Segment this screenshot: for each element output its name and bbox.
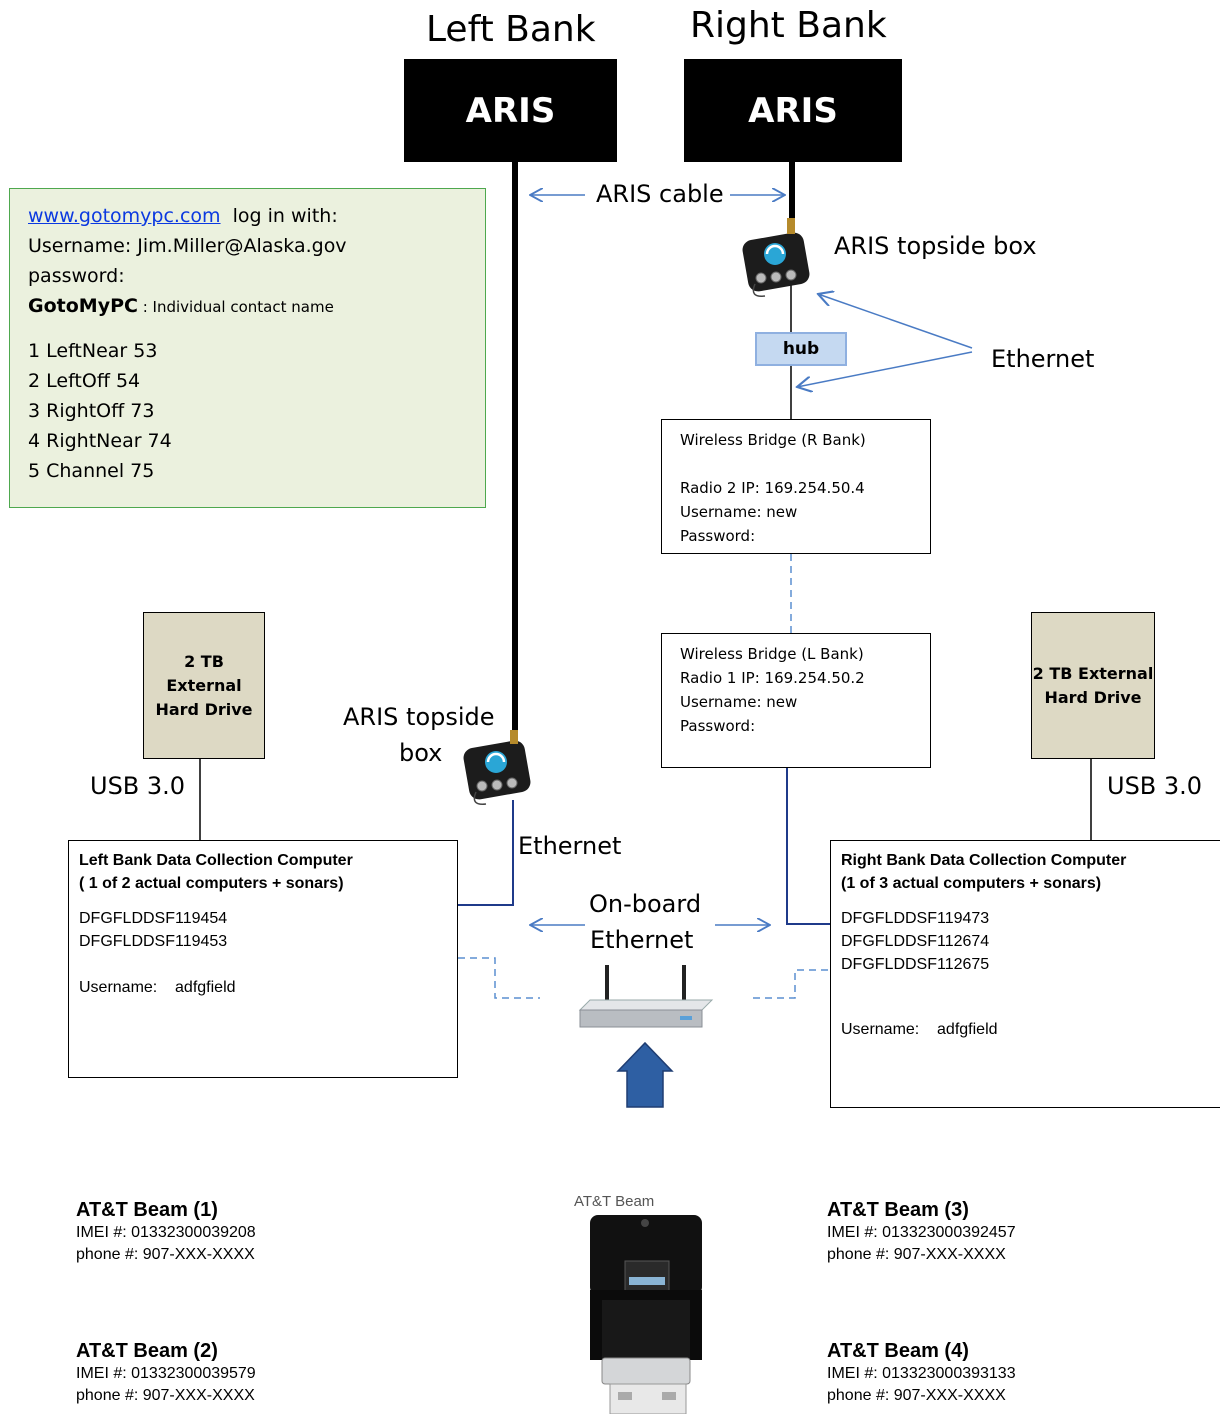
beam-device-image bbox=[590, 1215, 702, 1414]
ethernet-left-label: Ethernet bbox=[518, 832, 622, 860]
router-right-link bbox=[753, 969, 830, 999]
beam-imei: IMEI #: 013323000393133 bbox=[827, 1365, 1016, 1382]
ethernet-arrow-top bbox=[818, 294, 973, 349]
usb-right-label: USB 3.0 bbox=[1107, 772, 1203, 800]
drive-right-line1: 2 TB External bbox=[1032, 663, 1154, 683]
login-username: Username: Jim.Miller@Alaska.gov bbox=[28, 235, 347, 257]
right-computer-subtitle: (1 of 3 actual computers + sonars) bbox=[841, 875, 1102, 892]
channel-item: 3 RightOff 73 bbox=[28, 400, 155, 422]
aris-sonar-left: ARIS bbox=[404, 59, 617, 162]
login-password: password: bbox=[28, 265, 125, 287]
left-computer-username: Username: adfgfield bbox=[79, 979, 236, 996]
left-computer-subtitle: ( 1 of 2 actual computers + sonars) bbox=[79, 875, 344, 892]
beam-title: AT&T Beam (2) bbox=[76, 1340, 218, 1362]
login-contact: GotoMyPC : Individual contact name bbox=[28, 291, 485, 322]
att-beam-2: AT&T Beam (2) IMEI #: 01332300039579 pho… bbox=[76, 1339, 256, 1407]
onboard-label-line2: Ethernet bbox=[590, 926, 694, 952]
beam-phone: phone #: 907-XXX-XXXX bbox=[827, 1387, 1006, 1404]
right-bank-computer: Right Bank Data Collection Computer (1 o… bbox=[830, 840, 1220, 1108]
bridge-r-title: Wireless Bridge (R Bank) bbox=[680, 431, 866, 449]
beam-phone: phone #: 907-XXX-XXXX bbox=[827, 1246, 1006, 1263]
beam-title: AT&T Beam (1) bbox=[76, 1199, 218, 1221]
aris-cable-label: ARIS cable bbox=[594, 180, 726, 208]
left-bank-title: Left Bank bbox=[426, 9, 596, 50]
login-contact-rest: : Individual contact name bbox=[137, 298, 334, 316]
left-bank-computer: Left Bank Data Collection Computer ( 1 o… bbox=[68, 840, 458, 1078]
router-left-link bbox=[458, 957, 540, 999]
topside-left-label-line2: box bbox=[399, 739, 443, 767]
drive-left-line2: Hard Drive bbox=[155, 699, 253, 719]
ethernet-right-line bbox=[786, 768, 830, 925]
right-bank-title: Right Bank bbox=[690, 5, 887, 46]
beam-phone: phone #: 907-XXX-XXXX bbox=[76, 1246, 255, 1263]
bridge-l-password: Password: bbox=[680, 717, 756, 735]
drive-left-line1: 2 TB External bbox=[166, 651, 242, 695]
router-image bbox=[578, 965, 714, 1028]
beam-title: AT&T Beam (4) bbox=[827, 1340, 969, 1362]
att-beam-1: AT&T Beam (1) IMEI #: 01332300039208 pho… bbox=[76, 1198, 256, 1266]
left-computer-id: DFGFLDDSF119454 bbox=[79, 910, 228, 927]
bridge-r-username: Username: new bbox=[680, 503, 798, 521]
onboard-label-line1: On-board bbox=[589, 890, 702, 918]
topside-box-left bbox=[463, 730, 531, 805]
bridge-r-password: Password: bbox=[680, 527, 756, 545]
hub: hub bbox=[755, 332, 847, 366]
att-beam-4: AT&T Beam (4) IMEI #: 013323000393133 ph… bbox=[827, 1339, 1016, 1407]
right-computer-id: DFGFLDDSF112675 bbox=[841, 956, 990, 973]
right-computer-title: Right Bank Data Collection Computer bbox=[841, 852, 1127, 869]
channel-item: 2 LeftOff 54 bbox=[28, 370, 141, 392]
bridge-l-ip: Radio 1 IP: 169.254.50.2 bbox=[680, 669, 865, 687]
channel-item: 5 Channel 75 bbox=[28, 460, 155, 482]
aris-sonar-right: ARIS bbox=[684, 59, 902, 162]
usb-left-label: USB 3.0 bbox=[90, 772, 186, 800]
gotomypc-link[interactable]: www.gotomypc.com bbox=[28, 205, 221, 227]
beam-imei: IMEI #: 01332300039208 bbox=[76, 1224, 256, 1241]
beam-imei: IMEI #: 01332300039579 bbox=[76, 1365, 256, 1382]
bridge-r-ip: Radio 2 IP: 169.254.50.4 bbox=[680, 479, 865, 497]
bridge-l-title: Wireless Bridge (L Bank) bbox=[680, 645, 864, 663]
ethernet-arrow-bottom bbox=[797, 351, 973, 387]
beam-device-caption: AT&T Beam bbox=[574, 1193, 655, 1210]
login-info-box: www.gotomypc.com log in with: Username: … bbox=[9, 188, 486, 508]
uplink-block-arrow bbox=[616, 1041, 674, 1108]
channel-item: 1 LeftNear 53 bbox=[28, 340, 158, 362]
topside-right-label: ARIS topside box bbox=[834, 232, 1037, 260]
att-beam-3: AT&T Beam (3) IMEI #: 013323000392457 ph… bbox=[827, 1198, 1016, 1266]
right-computer-id: DFGFLDDSF119473 bbox=[841, 910, 990, 927]
beam-phone: phone #: 907-XXX-XXXX bbox=[76, 1387, 255, 1404]
ethernet-left-line bbox=[458, 800, 514, 906]
drive-right-line2: Hard Drive bbox=[1044, 687, 1142, 707]
ethernet-right-label: Ethernet bbox=[991, 345, 1095, 373]
right-computer-username: Username: adfgfield bbox=[841, 1021, 998, 1038]
beam-imei: IMEI #: 013323000392457 bbox=[827, 1224, 1016, 1241]
left-computer-title: Left Bank Data Collection Computer bbox=[79, 852, 353, 869]
channel-item: 4 RightNear 74 bbox=[28, 430, 172, 452]
right-computer-id: DFGFLDDSF112674 bbox=[841, 933, 990, 950]
wireless-bridge-l-bank: Wireless Bridge (L Bank) Radio 1 IP: 169… bbox=[661, 633, 931, 768]
bridge-l-username: Username: new bbox=[680, 693, 798, 711]
login-contact-bold: GotoMyPC bbox=[28, 295, 138, 317]
login-url-line: www.gotomypc.com log in with: bbox=[28, 201, 485, 231]
login-url-suffix: log in with: bbox=[220, 205, 338, 227]
topside-box-right bbox=[742, 218, 810, 297]
wireless-bridge-r-bank: Wireless Bridge (R Bank) Radio 2 IP: 169… bbox=[661, 419, 931, 554]
left-computer-id: DFGFLDDSF119453 bbox=[79, 933, 228, 950]
beam-title: AT&T Beam (3) bbox=[827, 1199, 969, 1221]
topside-left-label-line1: ARIS topside bbox=[343, 703, 495, 731]
